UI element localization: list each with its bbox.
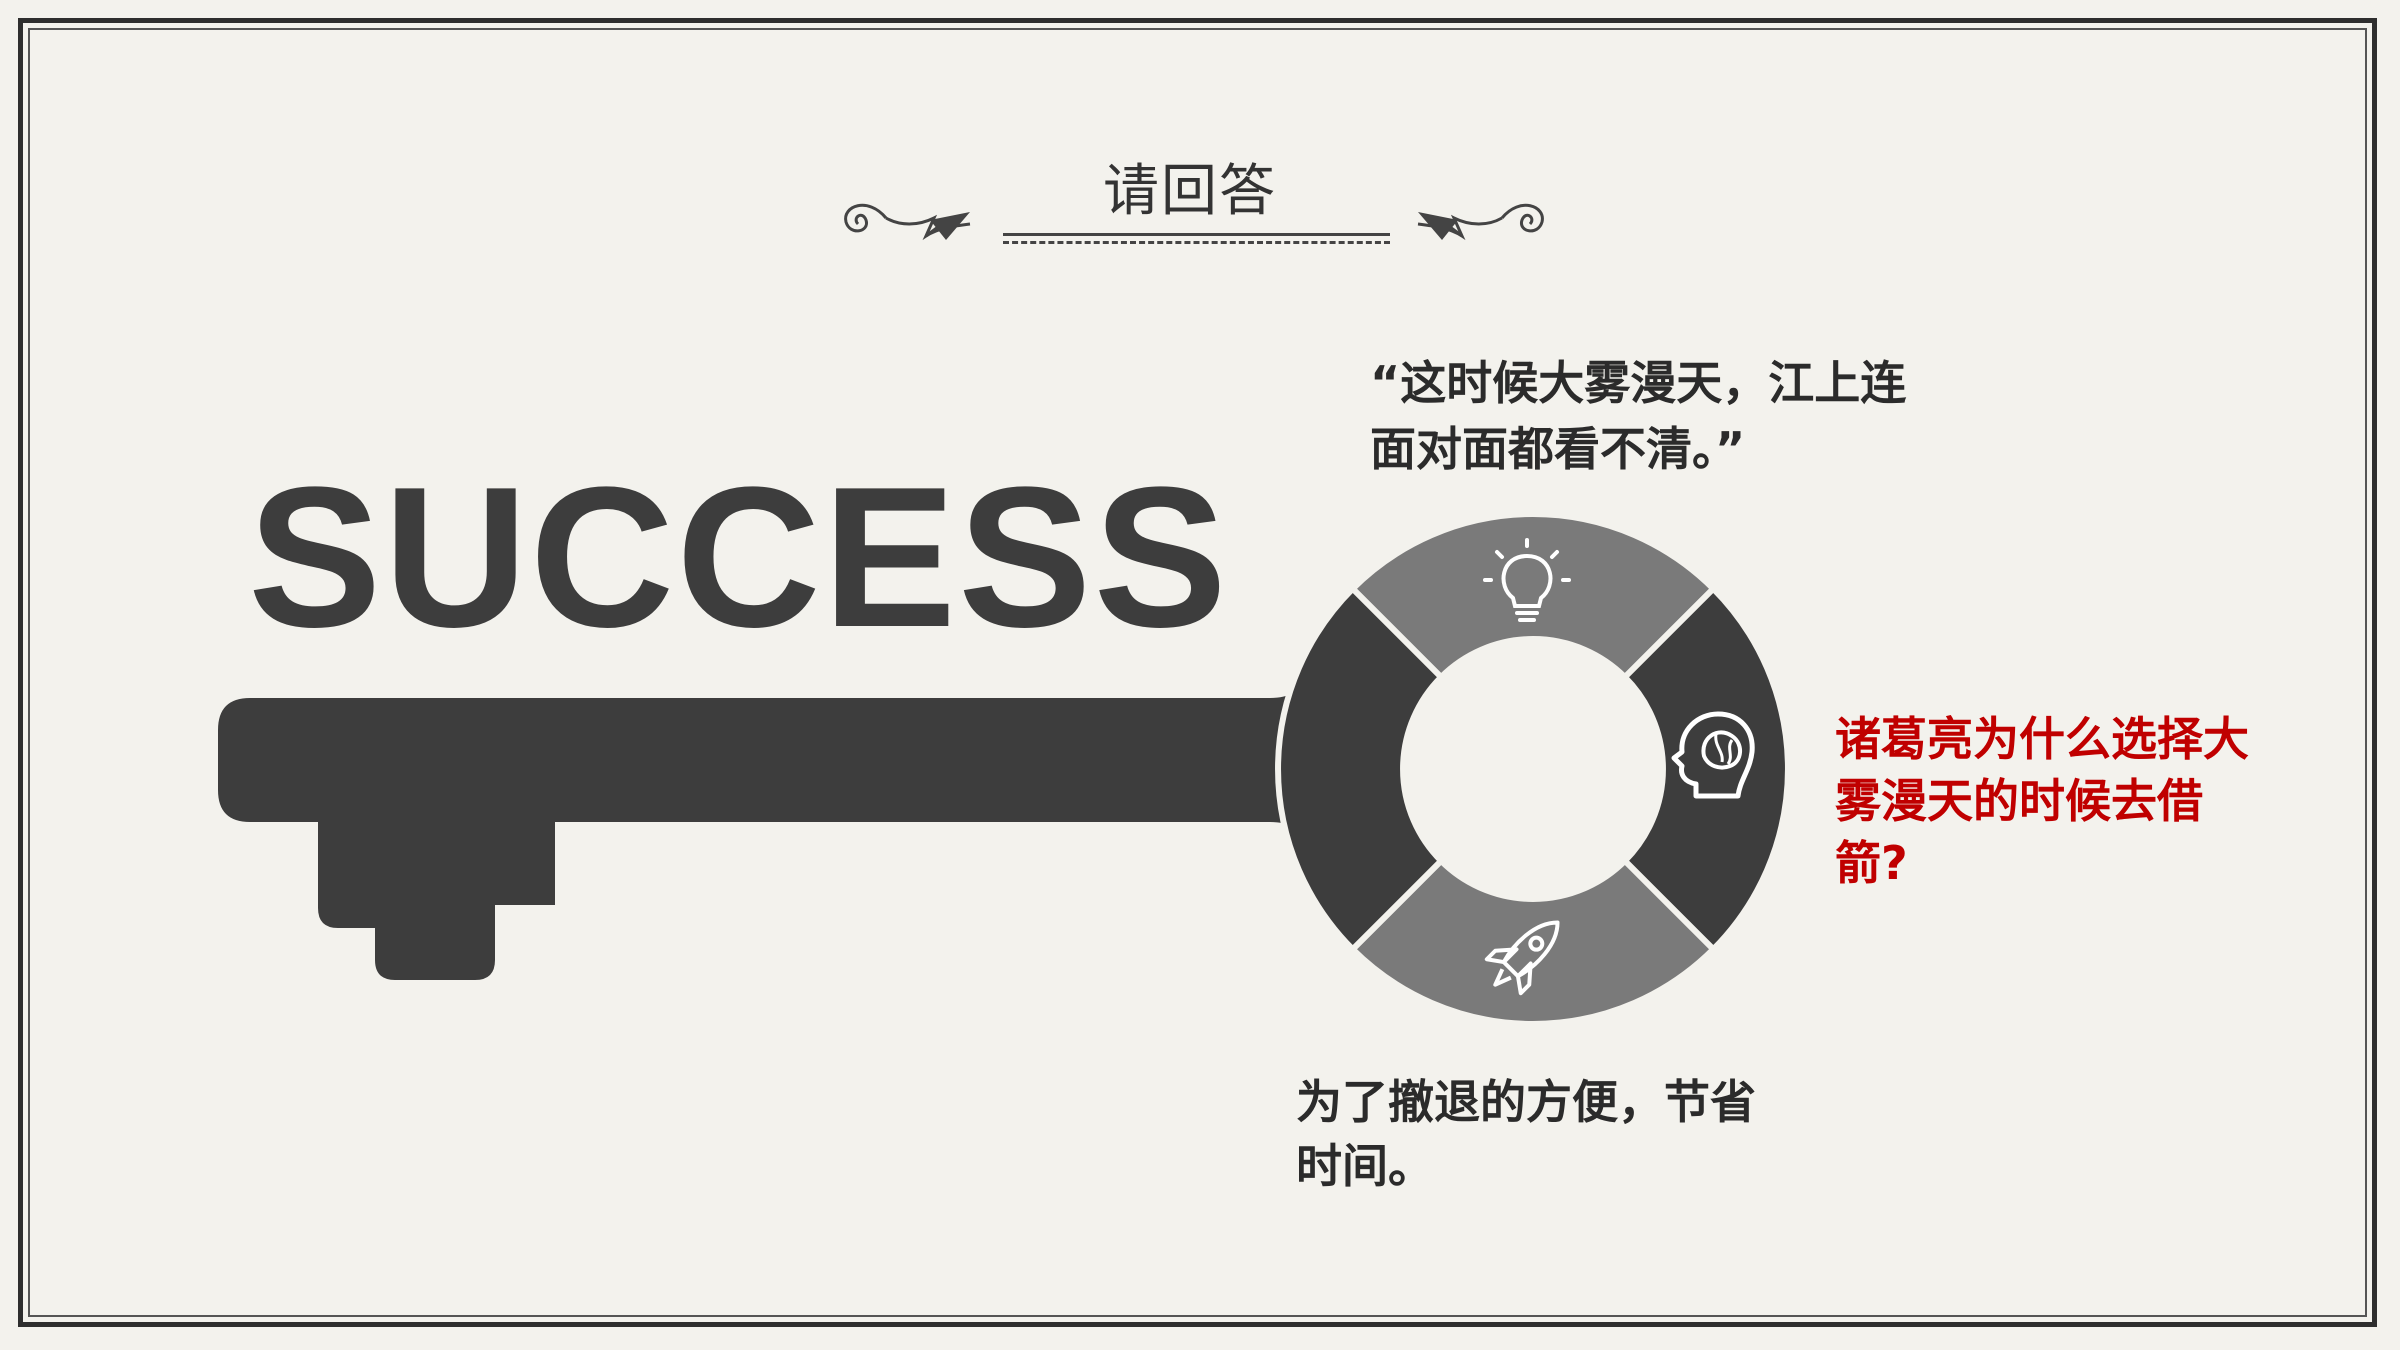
ring-segment-top: [1348, 511, 1718, 682]
outer-frame: [18, 18, 2377, 1327]
title-underline: [1003, 233, 1390, 236]
inner-frame: [28, 28, 2367, 1317]
head-brain-icon: [1671, 711, 1755, 799]
right-flourish-icon: [1417, 203, 1544, 241]
rocket-icon: [1484, 920, 1560, 996]
title-dashed-underline: [1003, 241, 1390, 244]
left-flourish-icon: [844, 203, 971, 241]
answer-text: 为了撤退的方便，节省时间。: [1296, 1075, 1756, 1193]
key-shaft: [218, 680, 1340, 980]
ring-segment-right: [1620, 584, 1791, 954]
ring-segment-left: [1275, 584, 1446, 954]
lightbulb-icon: [1483, 538, 1571, 622]
success-headline: SUCCESS: [248, 446, 1229, 669]
question-text: 诸葛亮为什么选择大雾漫天的时候去借箭?: [1835, 712, 2249, 890]
quote-text: “这时候大雾漫天，江上连面对面都看不清。”: [1370, 356, 1907, 476]
ring-segment-bottom: [1348, 856, 1718, 1027]
page-title: 请回答: [1103, 159, 1277, 224]
